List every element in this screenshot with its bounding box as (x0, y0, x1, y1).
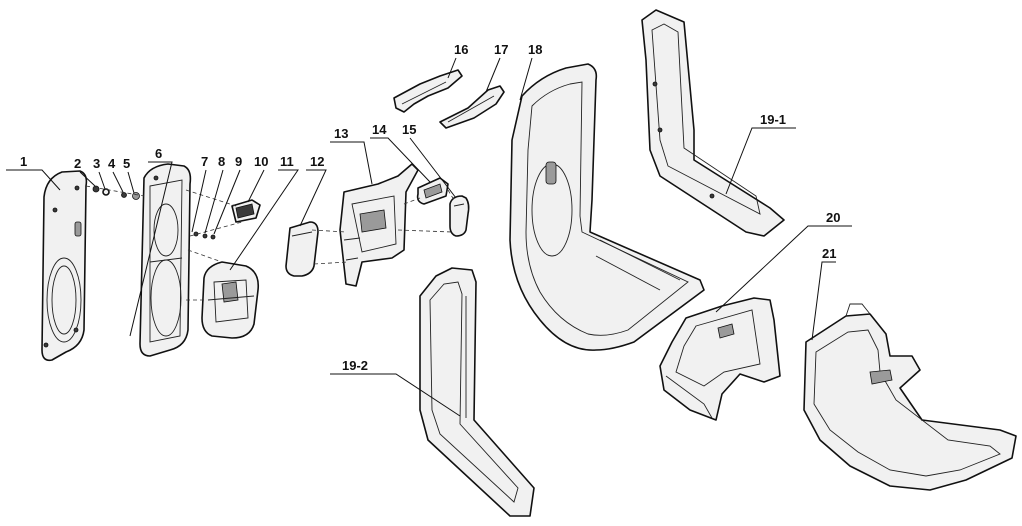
part-16-trim (393, 69, 463, 113)
part-20-inner-liner (659, 297, 781, 421)
callout-8: 8 (218, 154, 225, 169)
part-12-lid (285, 221, 319, 277)
part-19-2-side-rail (419, 267, 535, 517)
callout-1: 1 (20, 154, 27, 169)
callout-3: 3 (93, 156, 100, 171)
callout-6: 6 (155, 146, 162, 161)
part-15-cap (449, 195, 470, 237)
assembly-lines (85, 185, 455, 301)
part-6-speaker-housing (139, 163, 192, 357)
callout-13: 13 (334, 126, 348, 141)
part-3-washer (102, 188, 110, 196)
callout-18: 18 (528, 42, 542, 57)
callout-9: 9 (235, 154, 242, 169)
callout-11: 11 (280, 154, 294, 169)
callout-16: 16 (454, 42, 468, 57)
callout-17: 17 (494, 42, 508, 57)
callout-19-2: 19-2 (342, 358, 368, 373)
part-1-speaker-cover (41, 170, 88, 362)
callout-7: 7 (201, 154, 208, 169)
part-21-floor-panel (803, 303, 1017, 491)
part-9-screw (210, 234, 216, 240)
callout-21: 21 (822, 246, 836, 261)
part-19-1-side-rail (641, 9, 785, 237)
callout-12: 12 (310, 154, 324, 169)
part-14-switch (416, 177, 449, 205)
part-17-trim (439, 85, 505, 129)
part-5-clip (132, 192, 140, 200)
callout-4: 4 (108, 156, 116, 171)
callout-20: 20 (826, 210, 840, 225)
part-13-bracket (339, 163, 419, 287)
callout-19-1: 19-1 (760, 112, 786, 127)
callout-10: 10 (254, 154, 268, 169)
callout-14: 14 (372, 122, 387, 137)
leader-lines (6, 57, 852, 417)
callout-2: 2 (74, 156, 81, 171)
part-10-connector (231, 199, 261, 223)
part-18-front-shield (509, 63, 705, 351)
part-2-screw (92, 185, 100, 193)
callout-labels: 1 2 3 4 5 6 7 8 9 10 11 12 13 14 15 16 1… (20, 42, 840, 373)
part-8-screw (202, 233, 208, 239)
part-11-speaker-unit (201, 261, 260, 339)
part-4-screw (121, 192, 127, 198)
callout-5: 5 (123, 156, 130, 171)
callout-15: 15 (402, 122, 416, 137)
